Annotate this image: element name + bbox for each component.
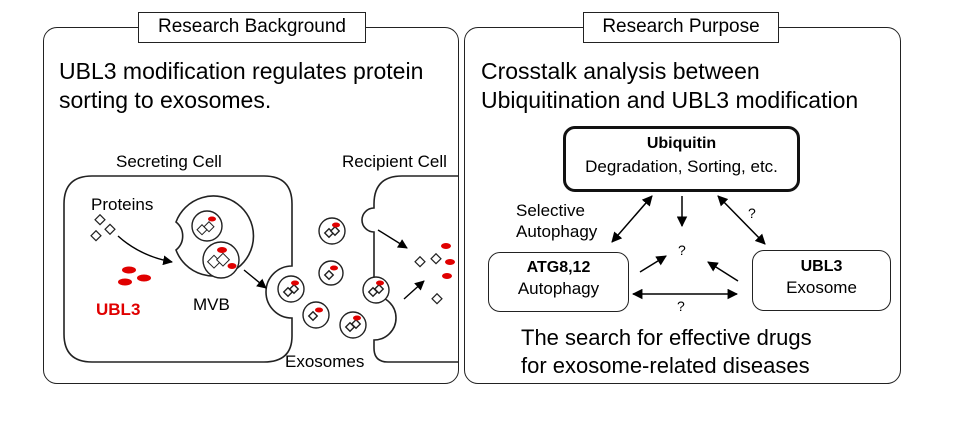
exosomes (277, 217, 390, 339)
ubiquitin-title: Ubiquitin (646, 135, 717, 152)
selective-autophagy-label-line2: Autophagy (516, 222, 598, 241)
purpose-headline-line1: Crosstalk analysis between (481, 58, 760, 84)
ubiquitin-subtitle: Degradation, Sorting, etc. (585, 157, 778, 176)
research-purpose-tab: Research Purpose (583, 12, 779, 43)
mvb-vesicle-1 (191, 210, 223, 242)
protein-diamonds (90, 213, 116, 242)
proteins-label: Proteins (91, 195, 154, 214)
purpose-headline-line2: Ubiquitination and UBL3 modification (481, 87, 859, 113)
exosomes-label: Exosomes (285, 352, 365, 371)
secreting-cell-label: Secreting Cell (116, 152, 222, 171)
ubl3-subtitle: Exosome (786, 278, 857, 297)
atg-subtitle: Autophagy (517, 279, 600, 298)
atg-box: ATG8,12 Autophagy (488, 252, 629, 312)
footer-line1: The search for effective drugs (521, 325, 812, 350)
recipient-cell (361, 175, 458, 363)
ubl3-title: UBL3 (800, 258, 843, 275)
question-mark-bottom: ? (677, 298, 685, 314)
ubl3-label: UBL3 (96, 300, 141, 319)
ubl3-box: UBL3 Exosome (752, 250, 891, 311)
background-headline-line1: UBL3 modification regulates protein (59, 58, 424, 84)
atg-title: ATG8,12 (526, 259, 591, 276)
research-background-tab: Research Background (138, 12, 366, 43)
background-headline-line2: sorting to exosomes. (59, 87, 272, 113)
footer-line2: for exosome-related diseases (521, 353, 810, 378)
recipient-cell-label: Recipient Cell (342, 152, 447, 171)
mvb-vesicle-2 (202, 241, 240, 279)
recipient-contents (414, 243, 455, 305)
ubl3-molecules (118, 266, 151, 286)
ubiquitin-box: Ubiquitin Degradation, Sorting, etc. (563, 126, 800, 192)
question-mark-top-right: ? (748, 205, 756, 221)
mvb-label: MVB (193, 295, 230, 314)
question-mark-center: ? (678, 242, 686, 258)
selective-autophagy-label-line1: Selective (516, 201, 585, 220)
